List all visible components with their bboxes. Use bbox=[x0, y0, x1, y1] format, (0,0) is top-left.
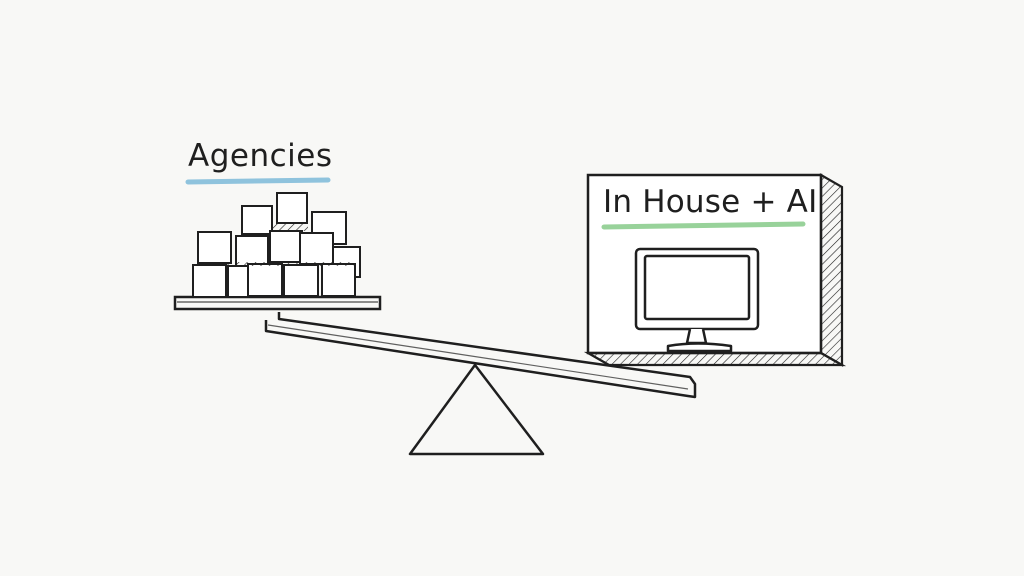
left-platform bbox=[173, 295, 382, 311]
seesaw-beam bbox=[264, 312, 697, 399]
left-label-underline bbox=[185, 177, 331, 185]
in-house-ai-label: In House + AI bbox=[603, 184, 818, 220]
stacked-cubes-icon bbox=[192, 192, 361, 298]
fulcrum-triangle-icon bbox=[408, 363, 545, 456]
computer-monitor-icon bbox=[634, 247, 760, 353]
right-label-underline bbox=[601, 221, 806, 230]
agencies-label: Agencies bbox=[188, 138, 333, 174]
